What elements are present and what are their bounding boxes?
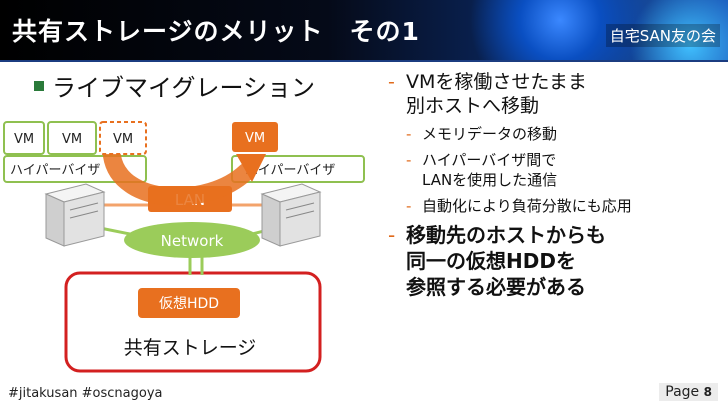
hypervisor-right-label: ハイパーバイザ [245, 163, 335, 178]
sub-bullet-lan-line1: ハイパーバイザ間で [422, 151, 557, 169]
vm-box-destination [232, 122, 278, 152]
bullet-live-move-line1: VMを稼働させたまま [406, 71, 587, 93]
hypervisor-right-box [231, 155, 365, 183]
sub-bullet-memory-text: メモリデータの移動 [422, 125, 558, 143]
network-label: Network [161, 232, 224, 250]
vm-label-3: VM [113, 132, 133, 147]
bullet-live-move: - VMを稼働させたまま 別ホストへ移動 [388, 70, 724, 118]
vm-label-1: VM [14, 132, 34, 147]
main-bullet-text: ライブマイグレーション [52, 74, 316, 102]
page-num: 8 [703, 385, 712, 399]
dash-marker: - [406, 197, 412, 215]
vm-box-2 [47, 121, 97, 155]
page-number: Page 8 [659, 383, 718, 401]
migration-arrow [103, 147, 255, 206]
vm-label-destination: VM [245, 131, 265, 146]
explanation-list: - VMを稼働させたまま 別ホストへ移動 - メモリデータの移動 - ハイパーバ… [388, 70, 724, 306]
vm-label-2: VM [62, 132, 82, 147]
network-cloud [124, 222, 260, 258]
footer-hashtags: #jitakusan #oscnagoya [8, 386, 163, 401]
sub-bullet-automation-text: 自動化により負荷分散にも応用 [422, 197, 632, 215]
vm-box-3-migrating [99, 121, 147, 155]
page-label: Page [665, 384, 700, 400]
bullet-shared-hdd-line2: 同一の仮想HDDを [406, 249, 576, 273]
dash-marker: - [388, 223, 396, 247]
shared-storage-box [64, 271, 322, 373]
dash-marker: - [406, 151, 412, 169]
main-bullet: ライブマイグレーション [34, 68, 315, 103]
bullet-shared-hdd-line3: 参照する必要がある [406, 275, 586, 299]
square-bullet-icon [34, 81, 44, 91]
sub-bullet-automation: - 自動化により負荷分散にも応用 [406, 196, 724, 216]
migration-diagram: Network LAN ハイパーバイザ ハイパーバイザ V [3, 121, 365, 373]
server-right-icon [260, 183, 322, 247]
server-left-icon [44, 183, 106, 247]
slide-title: 共有ストレージのメリット その1 [12, 17, 420, 46]
hypervisor-left-label: ハイパーバイザ [10, 163, 100, 178]
dash-marker: - [406, 125, 412, 143]
bullet-shared-hdd-line1: 移動先のホストからも [406, 223, 606, 247]
sub-bullet-lan: - ハイパーバイザ間で LANを使用した通信 [406, 150, 724, 190]
virtual-hdd-label: 仮想HDD [159, 296, 219, 312]
virtual-hdd-box [138, 288, 240, 318]
header-bar: 共有ストレージのメリット その1 自宅SAN友の会 [0, 0, 728, 62]
bullet-live-move-line2: 別ホストへ移動 [406, 95, 540, 117]
migration-arrow-head [236, 154, 266, 182]
shared-storage-label: 共有ストレージ [124, 337, 257, 359]
sub-bullet-memory: - メモリデータの移動 [406, 124, 724, 144]
bullet-shared-hdd: - 移動先のホストからも 同一の仮想HDDを 参照する必要がある [388, 222, 724, 300]
org-label: 自宅SAN友の会 [605, 24, 720, 47]
dash-marker: - [388, 71, 395, 93]
vm-box-1 [3, 121, 45, 155]
sub-bullet-lan-line2: LANを使用した通信 [422, 171, 558, 189]
